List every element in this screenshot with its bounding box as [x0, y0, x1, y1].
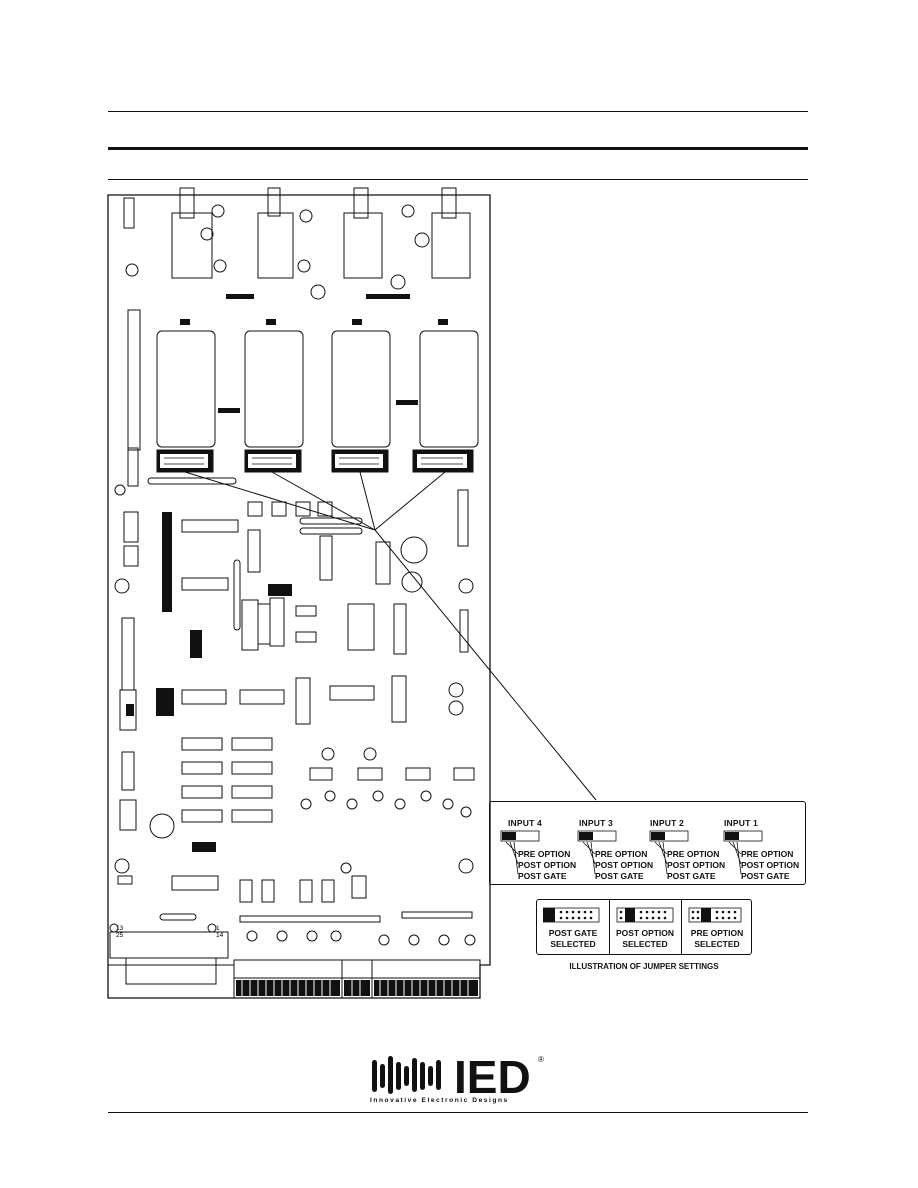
post-option-selected-label: POST OPTION SELECTED — [609, 928, 681, 950]
transformer-1 — [419, 330, 479, 448]
transformer-3 — [244, 330, 304, 448]
header-rule-top — [108, 111, 808, 112]
input-1-opt-1: PRE OPTION — [741, 849, 794, 859]
input-2-opt-2: POST OPTION — [667, 860, 726, 870]
pin1-label: 1 — [216, 925, 220, 932]
input-4-opt-3: POST GATE — [518, 871, 567, 881]
panel-line1: POST OPTION — [615, 928, 675, 938]
transformer-4 — [156, 330, 216, 448]
jumper-setting-diagrams — [543, 907, 742, 923]
header-rule-thick — [108, 147, 808, 150]
jumper-pin-diagrams — [500, 830, 763, 875]
input-2-opt-1: PRE OPTION — [667, 849, 720, 859]
post-gate-selected-label: POST GATE SELECTED — [537, 928, 609, 950]
panel-divider — [681, 900, 682, 954]
registered-mark: ® — [538, 1055, 544, 1064]
input-jack-2 — [343, 187, 383, 279]
logo-tagline: Innovative Electronic Designs — [370, 1097, 509, 1104]
input-1-opt-2: POST OPTION — [741, 860, 800, 870]
panel-line1: POST GATE — [548, 928, 598, 938]
input-3-opt-1: PRE OPTION — [595, 849, 648, 859]
pin14-label: 14 — [216, 932, 224, 939]
jumper-legend: INPUT 4 INPUT 3 INPUT 2 INPUT 1 PRE OPTI… — [489, 801, 806, 885]
terminal-strip — [233, 959, 481, 999]
db25-connector — [109, 931, 229, 959]
input-3-opt-3: POST GATE — [595, 871, 644, 881]
panel-line1: PRE OPTION — [690, 928, 744, 938]
jumper-settings-illustration: POST GATE SELECTED POST OPTION SELECTED … — [536, 899, 752, 955]
input-2-title: INPUT 2 — [650, 818, 684, 828]
input-1-opt-3: POST GATE — [741, 871, 790, 881]
input-jack-4 — [171, 187, 213, 279]
pre-option-selected-label: PRE OPTION SELECTED — [681, 928, 753, 950]
input-3-opt-2: POST OPTION — [595, 860, 654, 870]
illustration-caption: ILLUSTRATION OF JUMPER SETTINGS — [569, 962, 719, 971]
logo-wordmark: IED — [454, 1052, 531, 1096]
pin25-label: 25 — [116, 932, 124, 939]
input-4-opt-2: POST OPTION — [518, 860, 577, 870]
panel-line2: SELECTED — [622, 939, 668, 949]
footer-rule — [108, 1112, 808, 1113]
pin13-label: 13 — [116, 925, 124, 932]
trim-pots — [247, 501, 333, 517]
callout-lines — [184, 471, 597, 801]
input-2-opt-3: POST GATE — [667, 871, 716, 881]
ied-logo: IED ® — [372, 1052, 544, 1096]
input-3-title: INPUT 3 — [579, 818, 613, 828]
panel-line2: SELECTED — [550, 939, 596, 949]
input-4-title: INPUT 4 — [508, 818, 542, 828]
panel-divider — [609, 900, 610, 954]
panel-line2: SELECTED — [694, 939, 740, 949]
input-1-title: INPUT 1 — [724, 818, 758, 828]
header-rule-bottom — [108, 179, 808, 180]
transformer-2 — [331, 330, 391, 448]
input-4-opt-1: PRE OPTION — [518, 849, 571, 859]
input-jack-1 — [431, 187, 471, 279]
input-jack-3 — [257, 187, 294, 279]
